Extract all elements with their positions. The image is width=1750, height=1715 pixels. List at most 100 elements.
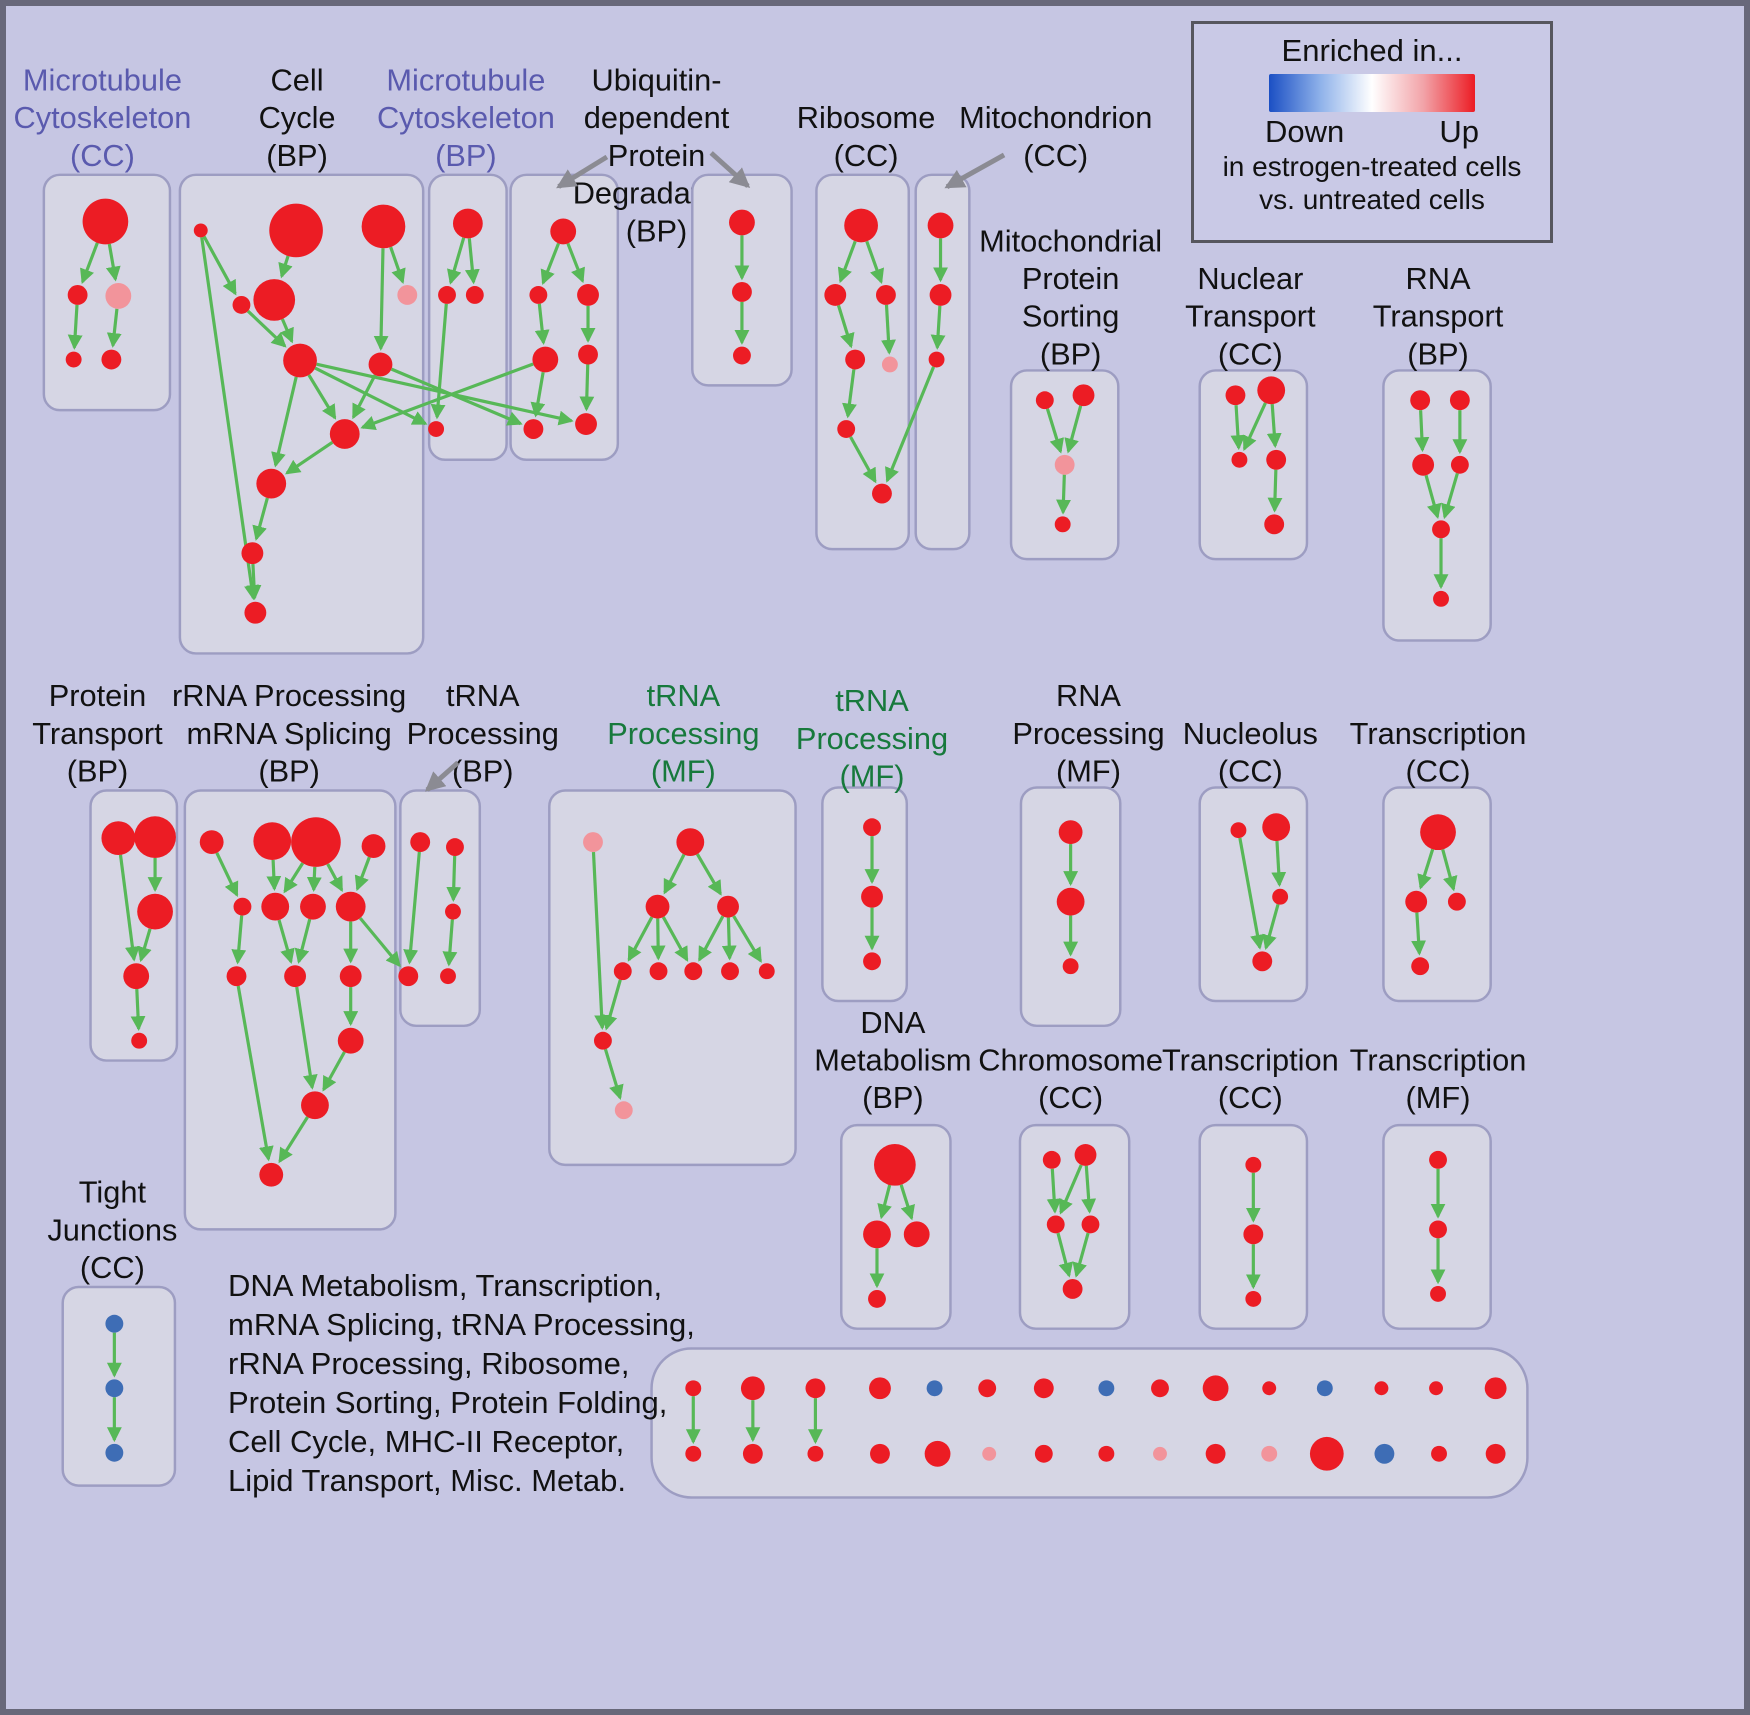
cluster-box: [399, 789, 482, 1028]
go-term-node: [870, 1443, 890, 1464]
cluster-ribosome-cc: Ribosome(CC): [797, 100, 935, 551]
go-term-node: [101, 821, 136, 856]
go-term-node: [137, 893, 173, 930]
cluster-box: [1382, 786, 1492, 1003]
go-term-node: [721, 962, 739, 981]
go-term-node: [1252, 951, 1273, 972]
go-term-node: [982, 1446, 997, 1461]
go-term-node: [1264, 514, 1285, 535]
go-term-node: [1058, 820, 1083, 845]
misc-cluster-caption: DNA Metabolism, Transcription, mRNA Spli…: [228, 1266, 695, 1500]
edge-arrow: [464, 238, 480, 285]
edge-arrow: [252, 497, 269, 541]
edge-arrow: [534, 303, 550, 345]
go-term-node: [300, 893, 326, 920]
go-term-node: [1262, 813, 1291, 842]
edge-arrow: [277, 919, 295, 964]
edge-arrow: [1411, 912, 1427, 956]
go-term-node: [233, 897, 252, 916]
go-term-node: [397, 285, 418, 305]
go-term-node: [1485, 1443, 1506, 1464]
edge-arrow: [137, 928, 152, 963]
go-term-node: [532, 346, 559, 373]
go-term-node: [82, 198, 129, 245]
go-term-node: [283, 343, 317, 378]
edge-arrow: [698, 915, 725, 962]
edge-arrow: [1424, 474, 1442, 520]
go-term-node: [105, 1314, 124, 1333]
go-term-node: [649, 962, 668, 981]
legend-up-label: Up: [1439, 114, 1479, 149]
go-term-node: [1202, 1375, 1229, 1402]
edge-arrow: [246, 309, 287, 348]
edge-arrow: [1266, 404, 1282, 449]
go-term-node: [1272, 888, 1289, 905]
go-term-node: [1447, 892, 1466, 911]
edge-arrow: [283, 862, 305, 894]
go-term-node: [1429, 1220, 1447, 1239]
go-term-node: [1056, 887, 1085, 916]
go-term-node: [1430, 1285, 1446, 1302]
caption-line-2: mRNA Splicing, tRNA Processing,: [228, 1307, 695, 1342]
go-term-node: [1225, 385, 1246, 406]
go-term-node: [1261, 1445, 1278, 1462]
go-term-node: [685, 1445, 702, 1462]
go-term-node: [1034, 1444, 1053, 1463]
go-term-node: [339, 965, 362, 988]
go-term-node: [329, 419, 360, 449]
cluster-label-transcription-mf: Transcription(MF): [1350, 1042, 1527, 1115]
edge-arrow: [424, 760, 460, 792]
edge-arrow: [1072, 1232, 1090, 1278]
go-term-node: [837, 420, 856, 438]
edge-arrow: [215, 852, 239, 898]
cluster-box: [183, 789, 397, 1231]
go-term-node: [101, 349, 122, 370]
go-term-node: [861, 885, 883, 908]
go-term-node: [1054, 516, 1071, 533]
go-term-node: [1081, 1215, 1100, 1234]
edge-arrow: [842, 369, 857, 419]
go-term-node: [1412, 453, 1435, 476]
go-term-node: [575, 413, 597, 435]
edge-arrow: [602, 979, 622, 1031]
edge-arrow: [849, 436, 877, 484]
edge-arrow: [390, 367, 523, 426]
edge-arrow: [579, 364, 595, 412]
edge-arrow: [280, 318, 294, 344]
go-term-node: [978, 1379, 997, 1398]
go-term-node: [1042, 1150, 1061, 1169]
go-term-node: [1405, 890, 1428, 913]
go-term-node: [1316, 1380, 1333, 1397]
go-term-node: [337, 1027, 364, 1054]
go-term-node: [1449, 390, 1470, 411]
edge-arrow: [836, 304, 855, 349]
edge-arrow: [360, 362, 534, 430]
edge-arrow: [603, 1048, 624, 1100]
go-term-node: [844, 208, 878, 243]
edge-arrow: [200, 237, 259, 601]
go-term-node: [1245, 1156, 1262, 1173]
edge-arrow: [118, 854, 140, 962]
edge-arrow: [278, 255, 293, 279]
edge-arrow: [530, 371, 546, 418]
go-term-node: [1420, 814, 1456, 851]
go-term-node: [1450, 455, 1469, 474]
go-term-node: [729, 209, 755, 236]
go-term-node: [335, 891, 366, 922]
edge-arrow: [944, 152, 1006, 189]
